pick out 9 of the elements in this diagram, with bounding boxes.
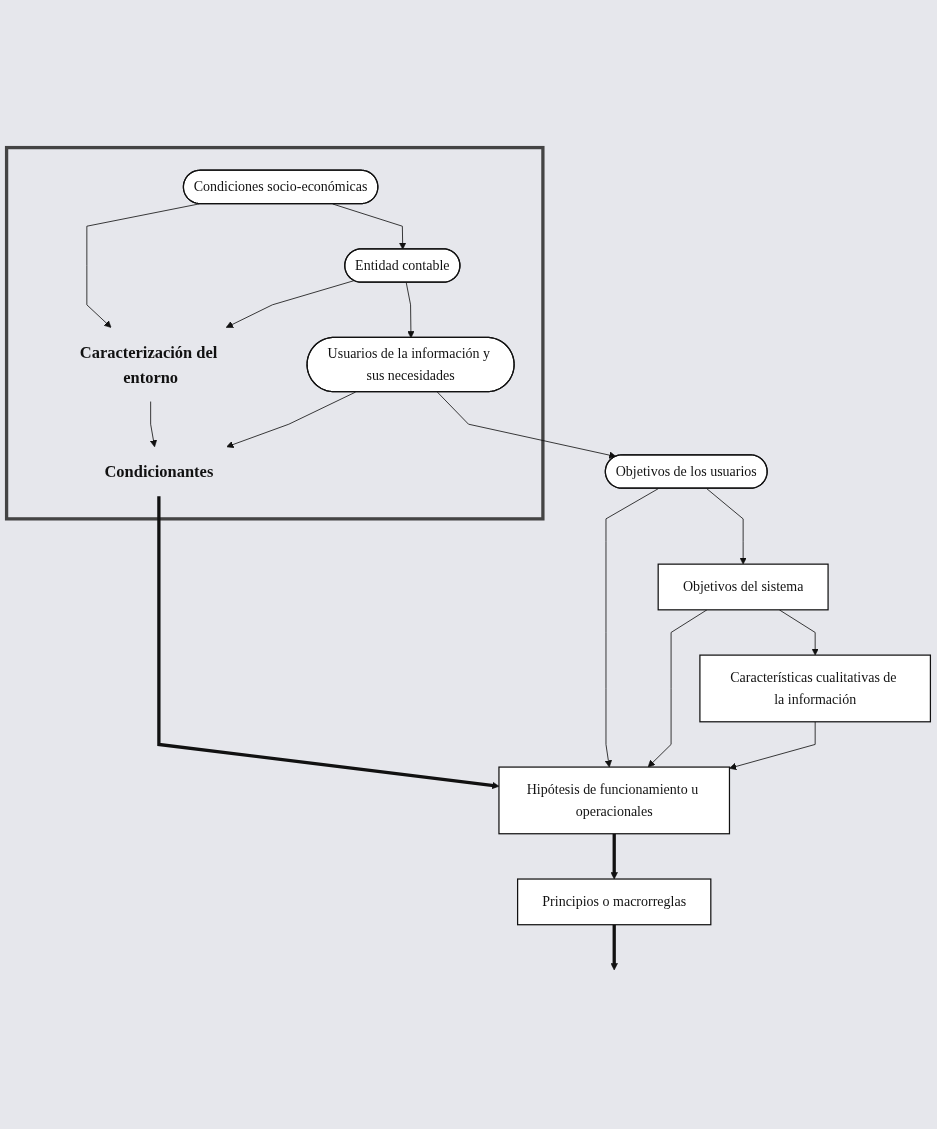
arrow [610,833,618,880]
node-box: Principios o macrorreglas [517,878,712,926]
arrow [610,924,618,971]
cluster [4,145,545,521]
node-box: Objetivos del sistema [657,563,829,611]
node-text: Condicionantes [104,462,214,481]
node-box: Hipótesis de funcionamiento u operacionales [498,766,731,835]
node-text: Caracterización del entorno [79,343,218,386]
node-box: Características cualitativas de la información [699,654,932,723]
